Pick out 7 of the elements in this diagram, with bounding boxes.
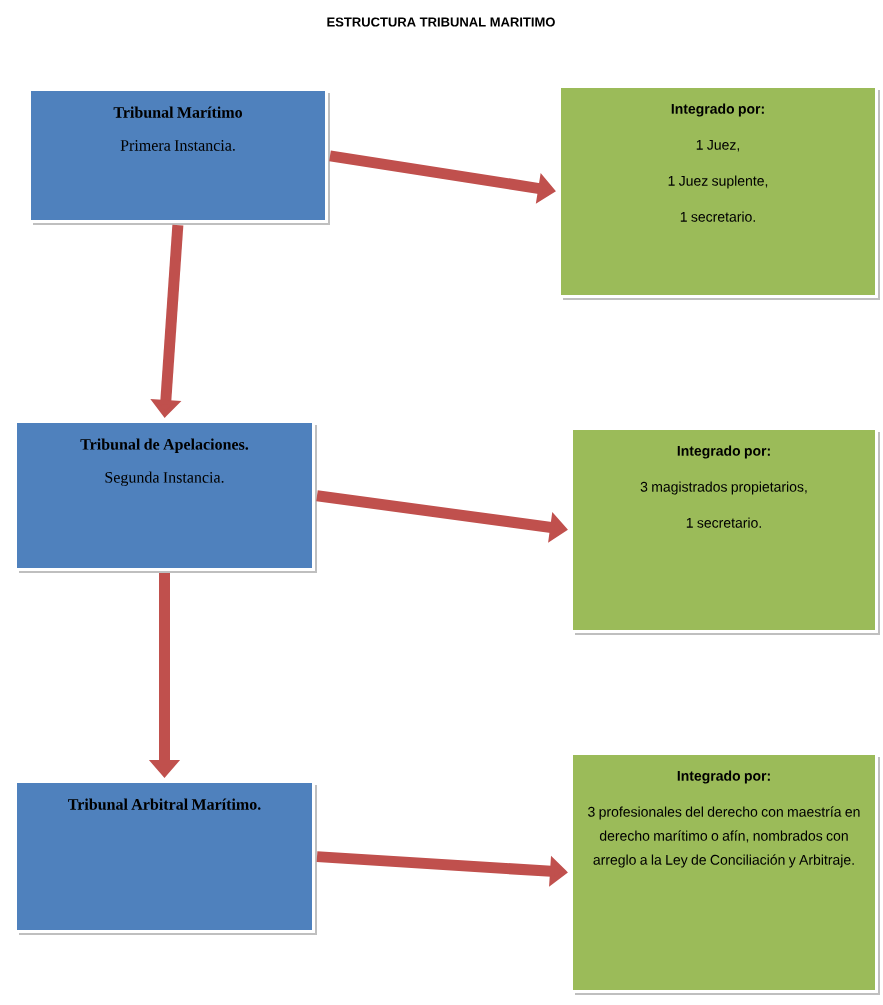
- member-box: Integrado por: 3 magistrados propietarios, 1 secretario.: [570, 427, 880, 635]
- court-box: Tribunal Marítimo Primera Instancia.: [28, 88, 330, 225]
- court-box: Tribunal Arbitral Marítimo.: [14, 780, 317, 935]
- member-box: Integrado por: 1 Juez, 1 Juez suplente, 1 secretario.: [558, 85, 880, 300]
- title: ESTRUCTURA TRIBUNAL MARITIMO: [327, 17, 555, 27]
- member-box: Integrado por: 3 profesionales del derecho con maestría en derecho marítimo o afín, nombrados con arreglo a la Ley de Conciliación y Arbitraje.: [570, 752, 880, 995]
- court-box: Tribunal de Apelaciones. Segunda Instancia.: [14, 420, 317, 573]
